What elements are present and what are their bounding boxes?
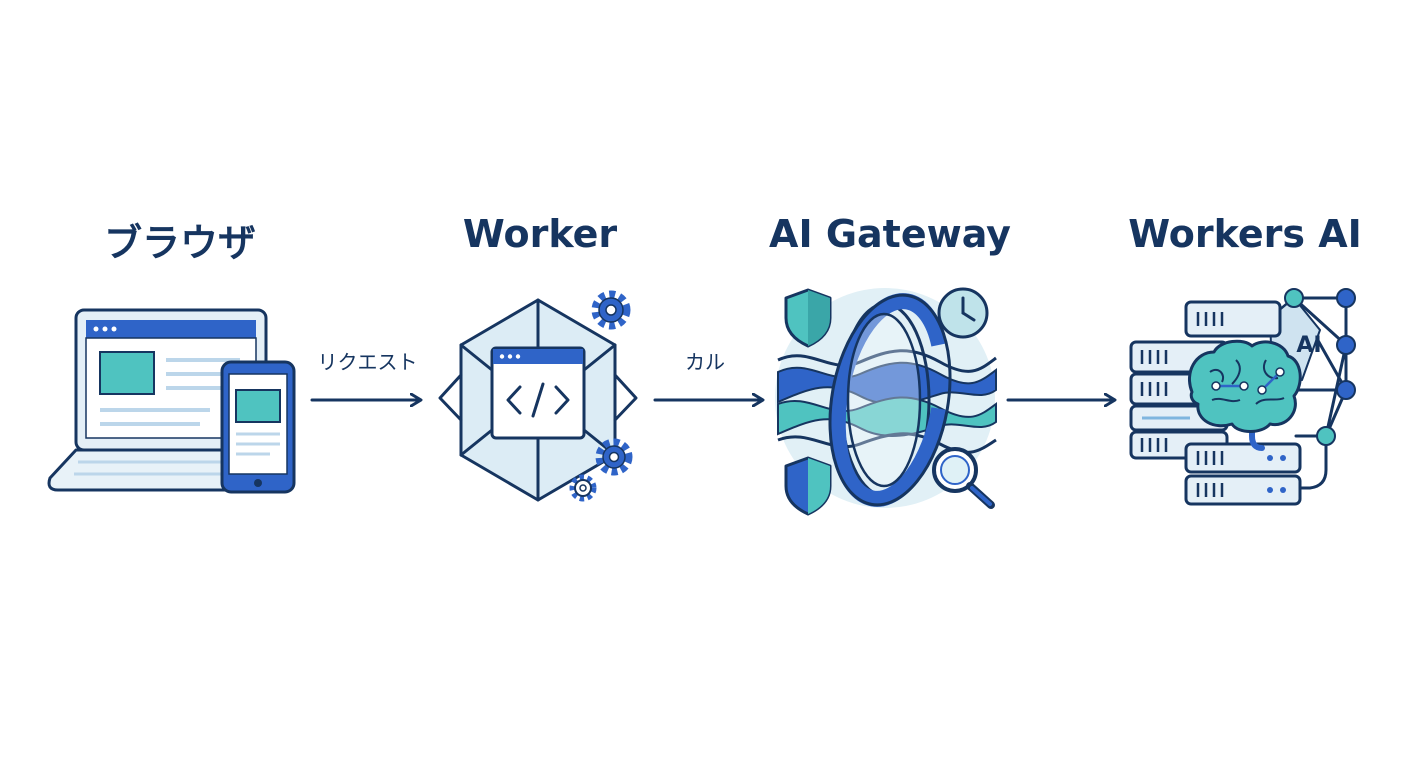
gear-icon xyxy=(569,474,597,502)
workers-ai-title: Workers AI xyxy=(1128,212,1362,256)
call-arrow-label: カル xyxy=(685,350,725,374)
shield-icon xyxy=(784,288,832,348)
shield-icon xyxy=(784,456,832,516)
magnifier-icon xyxy=(932,447,995,509)
browser-title: ブラウザ xyxy=(103,221,256,265)
ai-badge-label: AI xyxy=(1296,333,1321,358)
gear-icon xyxy=(595,438,633,476)
request-arrow-label: リクエスト xyxy=(317,350,418,374)
smartphone-icon xyxy=(220,360,296,494)
brain-icon xyxy=(1188,339,1302,451)
worker-title: Worker xyxy=(462,212,618,256)
code-window-icon xyxy=(490,346,586,440)
network-icon xyxy=(1268,288,1356,490)
clock-icon xyxy=(937,287,989,339)
gear-icon xyxy=(591,290,631,330)
ai-gateway-title: AI Gateway xyxy=(769,212,1011,256)
